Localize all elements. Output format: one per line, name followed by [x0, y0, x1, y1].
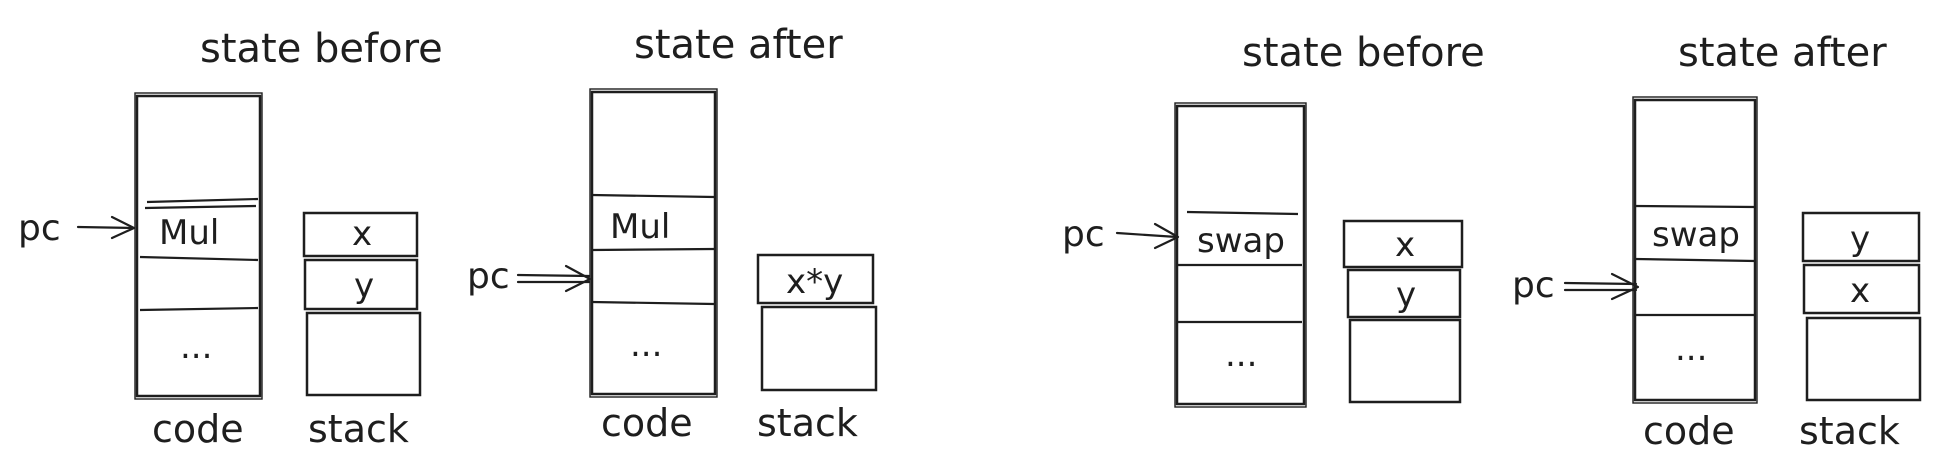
stack-cell: [760, 305, 878, 392]
stack-column: x*y: [756, 253, 878, 392]
stack-cell: [1348, 318, 1462, 404]
code-cell-divider: [1186, 210, 1299, 216]
code-cell-ellipsis: ...: [1675, 329, 1707, 369]
code-cell-instruction: swap: [1652, 215, 1740, 255]
code-cell-divider: [139, 306, 259, 312]
stack-value: x: [1850, 271, 1870, 311]
pc-pointer: pc: [18, 208, 136, 249]
stack-label: stack: [757, 401, 858, 445]
pc-label: pc: [1512, 265, 1555, 306]
pc-label: pc: [467, 256, 510, 297]
stack-value: y: [1396, 275, 1416, 315]
pc-arrow-icon: [1563, 281, 1638, 286]
pc-pointer: pc: [1062, 214, 1180, 255]
code-column: Mul ...: [134, 92, 263, 400]
code-cell-divider: [1634, 257, 1756, 263]
code-cell-ellipsis: ...: [630, 325, 662, 365]
pc-arrow-icon: [1115, 231, 1179, 239]
stack-cell: [1805, 316, 1922, 402]
code-box: [1175, 104, 1306, 406]
stack-column: y x: [1801, 211, 1922, 402]
code-cell-instruction: Mul: [610, 207, 670, 247]
code-box: [1633, 98, 1757, 402]
stack-value: x: [352, 214, 372, 254]
code-box: [590, 90, 717, 396]
stack-cell: [1342, 219, 1464, 269]
pc-label: pc: [1062, 214, 1105, 255]
code-cell-divider: [591, 300, 715, 306]
code-cell-divider: [146, 197, 259, 204]
code-cell-divider: [591, 247, 715, 252]
code-label: code: [152, 407, 244, 451]
code-cell-divider: [591, 193, 715, 199]
state-title: state after: [1678, 30, 1887, 76]
panel-swap-after: state after swap ... code pc y x stack: [1512, 30, 1922, 453]
code-label: code: [601, 401, 693, 445]
code-label: code: [1643, 409, 1735, 453]
stack-cell: [756, 253, 875, 305]
panel-swap-before: state before swap ... pc x y: [1062, 30, 1485, 408]
code-column: Mul ...: [589, 88, 718, 398]
stack-cell: [303, 258, 419, 311]
code-cell-ellipsis: ...: [180, 327, 212, 367]
stack-cell: [1802, 263, 1921, 315]
code-cell-instruction: Mul: [159, 213, 219, 253]
stack-value: y: [1850, 219, 1870, 259]
panel-mul-after: state after Mul ... code pc x*y stack: [467, 22, 878, 445]
stack-column: x y: [1342, 219, 1464, 404]
state-title: state before: [1242, 30, 1485, 76]
stack-cell: [1801, 211, 1921, 263]
state-title: state after: [634, 22, 843, 68]
code-column: swap ...: [1174, 102, 1307, 408]
stack-column: x y: [302, 211, 422, 397]
state-title: state before: [200, 26, 443, 72]
stack-cell: [1346, 268, 1462, 319]
stack-value: y: [354, 266, 374, 306]
pc-arrow-icon: [516, 273, 591, 278]
stack-cell: [305, 311, 422, 397]
code-column: swap ...: [1632, 96, 1758, 404]
code-box: [135, 94, 262, 398]
pc-arrow-icon: [76, 225, 135, 230]
pc-pointer: pc: [1512, 265, 1640, 306]
stack-cell: [302, 211, 419, 258]
code-cell-instruction: swap: [1197, 221, 1285, 261]
code-cell-ellipsis: ...: [1225, 335, 1257, 375]
code-cell-divider: [1634, 204, 1756, 209]
stack-value: x: [1395, 225, 1415, 265]
panel-mul-before: state before Mul ... code pc x y stack: [18, 26, 443, 451]
pc-label: pc: [18, 208, 61, 249]
stack-label: stack: [1799, 409, 1900, 453]
code-cell-divider: [139, 255, 259, 262]
stack-label: stack: [308, 407, 409, 451]
stack-value: x*y: [786, 262, 843, 302]
pc-pointer: pc: [467, 256, 592, 297]
